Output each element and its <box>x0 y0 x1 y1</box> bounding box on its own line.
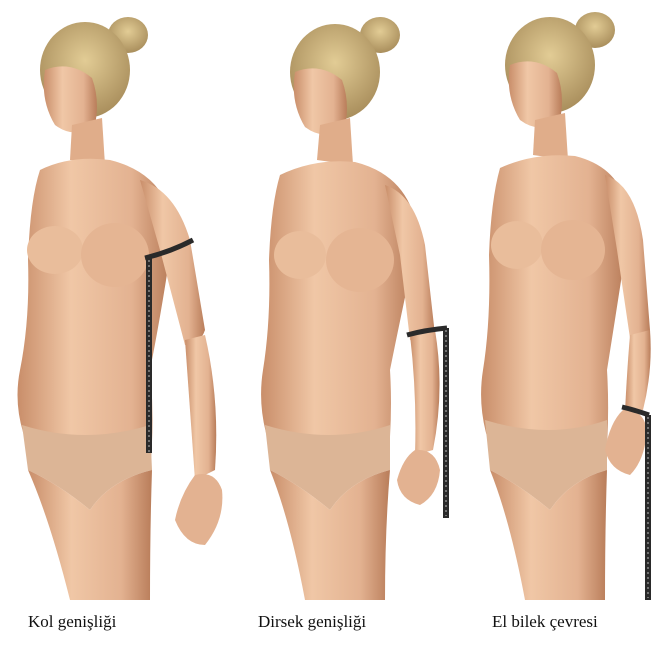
caption-arm-width: Kol genişliği <box>28 612 116 632</box>
mannequin-illustration <box>465 0 665 600</box>
hand <box>175 474 222 545</box>
figure-wrist-circumference <box>465 0 665 600</box>
caption-elbow-width: Dirsek genişliği <box>258 612 366 632</box>
mannequin-illustration <box>0 0 235 600</box>
figure-elbow-width <box>235 0 465 600</box>
caption-wrist-circumference: El bilek çevresi <box>492 612 598 632</box>
figure-arm-width <box>0 0 235 600</box>
mannequin-illustration <box>235 0 465 600</box>
